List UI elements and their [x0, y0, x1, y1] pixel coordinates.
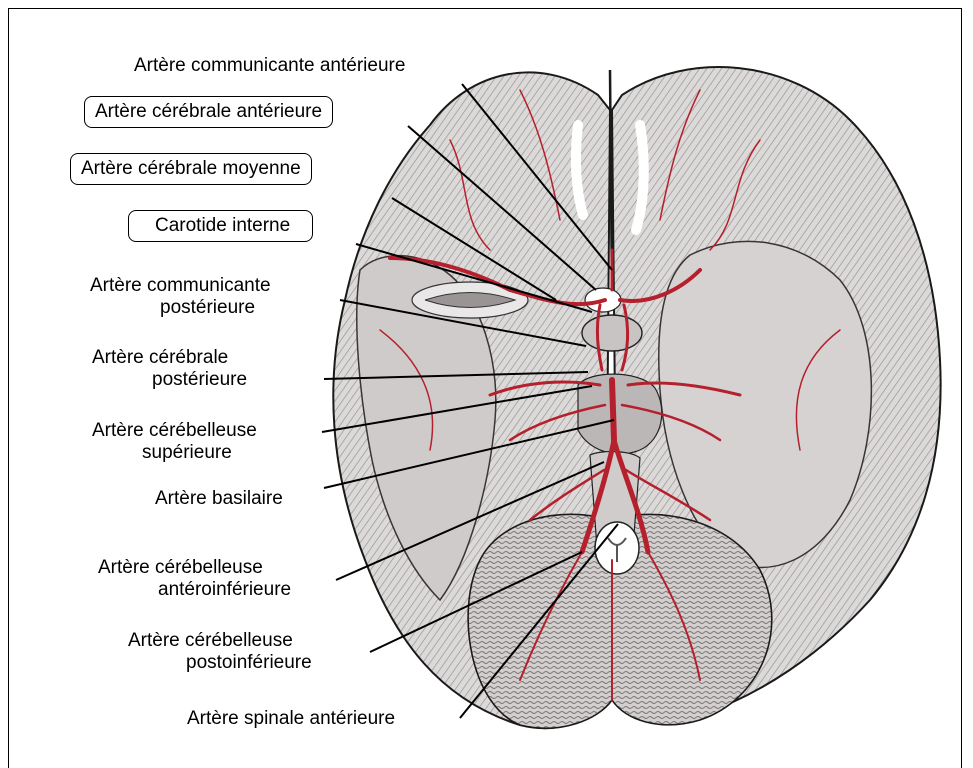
label-communicante-posterieure-line1: Artère communicante	[90, 275, 271, 297]
hypophysis	[582, 315, 642, 351]
label-cerebelleuse-postoinferieure-line2: postoinférieure	[128, 652, 312, 674]
label-cerebelleuse-postoinferieure-line1: Artère cérébelleuse	[128, 630, 312, 652]
label-cerebelleuse-anteroinferieure-line1: Artère cérébelleuse	[98, 557, 291, 579]
label-cerebelleuse-anteroinferieure: Artère cérébelleuse antéroinférieure	[98, 557, 291, 601]
label-cerebrale-anterieure: Artère cérébrale antérieure	[84, 96, 333, 128]
label-communicante-anterieure: Artère communicante antérieure	[134, 55, 405, 77]
label-cerebrale-moyenne: Artère cérébrale moyenne	[70, 153, 312, 185]
label-cerebelleuse-superieure-line2: supérieure	[92, 442, 257, 464]
label-communicante-posterieure: Artère communicante postérieure	[90, 275, 271, 319]
label-cerebelleuse-postoinferieure: Artère cérébelleuse postoinférieure	[128, 630, 312, 674]
label-basilaire: Artère basilaire	[155, 488, 283, 510]
label-cerebrale-posterieure: Artère cérébrale postérieure	[92, 347, 247, 391]
label-cerebrale-posterieure-line2: postérieure	[92, 369, 247, 391]
label-cerebelleuse-superieure: Artère cérébelleuse supérieure	[92, 420, 257, 464]
label-carotide-interne: Carotide interne	[128, 210, 313, 242]
label-cerebrale-posterieure-line1: Artère cérébrale	[92, 347, 247, 369]
label-spinale-anterieure: Artère spinale antérieure	[187, 708, 395, 730]
label-cerebelleuse-superieure-line1: Artère cérébelleuse	[92, 420, 257, 442]
label-cerebelleuse-anteroinferieure-line2: antéroinférieure	[98, 579, 291, 601]
cerebrum	[333, 67, 940, 728]
label-communicante-posterieure-line2: postérieure	[90, 297, 271, 319]
